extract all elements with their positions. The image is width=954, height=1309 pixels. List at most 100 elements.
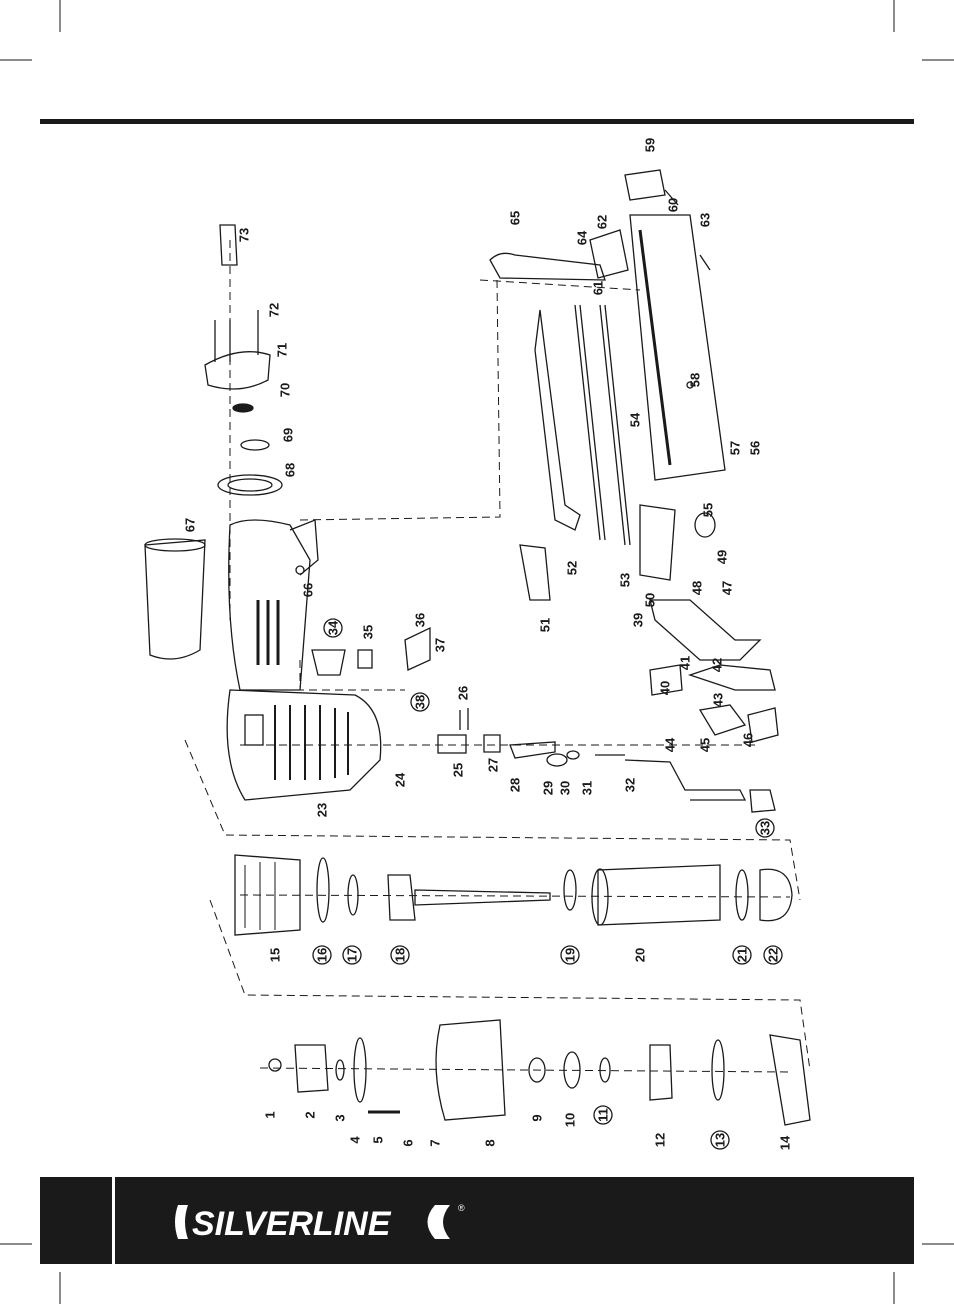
callout-number: 22 [766,948,781,962]
callout-number: 15 [268,948,283,962]
callout-36: 36 [413,613,428,627]
parts-drawing [145,170,810,1125]
callout-number: 42 [710,658,725,672]
callout-41: 41 [678,656,693,670]
callout-number: 47 [720,581,735,595]
callout-37: 37 [433,638,448,652]
callout-number: 72 [267,303,282,317]
callout-number: 29 [541,781,556,795]
callout-61: 61 [591,281,606,295]
silverline-logo: SILVERLINE ® [170,1197,470,1247]
callout-number: 30 [558,781,573,795]
callout-number: 51 [538,618,553,632]
callout-29: 29 [541,781,556,795]
callout-45: 45 [698,738,713,752]
callout-number: 38 [413,695,428,709]
callout-5: 5 [371,1136,386,1143]
part-drive-guide [640,505,675,580]
callout-47: 47 [720,581,735,595]
callout-19: 19 [561,946,579,964]
callout-number: 55 [701,503,716,517]
callout-number: 57 [728,441,743,455]
callout-number: 18 [393,948,408,962]
callout-number: 59 [643,138,658,152]
callout-number: 31 [580,781,595,795]
footer-divider [112,1177,115,1264]
callout-number: 65 [508,211,523,225]
callout-24: 24 [393,772,408,787]
callout-number: 6 [401,1139,416,1146]
part-nose [650,600,760,660]
callout-57: 57 [728,441,743,455]
callout-7: 7 [428,1139,443,1146]
callout-3: 3 [333,1114,348,1121]
callout-number: 34 [326,620,341,635]
callout-labels: 1234567891011121314151617181920212223242… [183,138,793,1150]
callout-number: 50 [643,593,658,607]
callout-number: 20 [633,948,648,962]
callout-number: 33 [758,821,773,835]
callout-number: 53 [618,573,633,587]
callout-58: 58 [688,373,703,387]
callout-number: 12 [653,1133,668,1147]
callout-10: 10 [563,1113,578,1127]
callout-13: 13 [711,1131,729,1149]
callout-44: 44 [663,737,678,752]
callout-66: 66 [301,583,316,597]
callout-46: 46 [741,733,756,747]
callout-63: 63 [698,213,713,227]
callout-71: 71 [275,343,290,357]
callout-number: 61 [591,281,606,295]
callout-number: 16 [315,948,330,962]
callout-number: 9 [530,1114,545,1121]
callout-number: 70 [278,383,293,397]
callout-number: 7 [428,1139,443,1146]
callout-number: 41 [678,656,693,670]
part-air-fitting [220,225,237,265]
callout-number: 58 [688,373,703,387]
callout-number: 28 [508,778,523,792]
callout-number: 35 [361,625,376,639]
callout-number: 39 [631,613,646,627]
callout-35: 35 [361,625,376,639]
callout-53: 53 [618,573,633,587]
callout-number: 8 [483,1139,498,1146]
callout-number: 14 [778,1135,793,1150]
callout-38: 38 [411,693,429,711]
callout-48: 48 [690,581,705,595]
callout-number: 54 [628,412,643,427]
callout-52: 52 [565,561,580,575]
callout-49: 49 [715,550,730,564]
callout-26: 26 [456,686,471,700]
callout-50: 50 [643,593,658,607]
callout-16: 16 [313,946,331,964]
callout-number: 63 [698,213,713,227]
callout-17: 17 [343,946,361,964]
callout-number: 17 [345,948,360,962]
callout-number: 64 [575,230,590,245]
callout-number: 49 [715,550,730,564]
part-sleeve [145,540,205,659]
callout-number: 21 [735,948,750,962]
callout-70: 70 [278,383,293,397]
callout-72: 72 [267,303,282,317]
callout-67: 67 [183,518,198,532]
callout-number: 48 [690,581,705,595]
callout-number: 32 [623,778,638,792]
callout-28: 28 [508,778,523,792]
callout-11: 11 [594,1106,612,1124]
callout-number: 19 [563,948,578,962]
callout-number: 46 [741,733,756,747]
callout-number: 2 [303,1111,318,1118]
callout-43: 43 [711,693,726,707]
callout-42: 42 [710,658,725,672]
footer-bar: SILVERLINE ® [40,1177,914,1264]
callout-14: 14 [778,1135,793,1150]
callout-33: 33 [756,819,774,837]
callout-6: 6 [401,1139,416,1146]
callout-23: 23 [315,803,330,817]
callout-30: 30 [558,781,573,795]
callout-number: 62 [595,215,610,229]
callout-40: 40 [658,681,673,695]
callout-9: 9 [530,1114,545,1121]
